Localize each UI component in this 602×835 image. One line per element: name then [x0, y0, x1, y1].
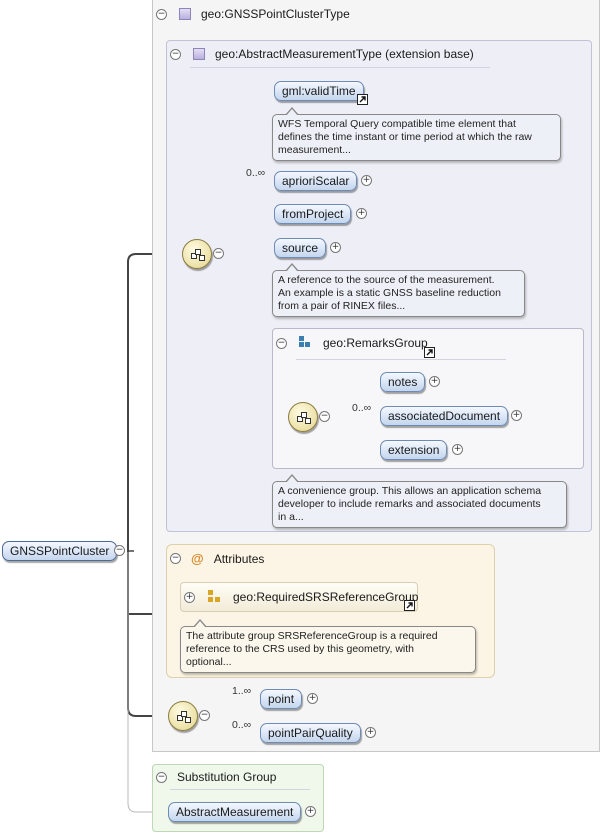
- point-occurrence: 1..∞: [232, 685, 252, 697]
- link-arrow-icon[interactable]: [424, 347, 435, 358]
- attribute-group-icon: [208, 590, 222, 604]
- element-fromproject[interactable]: fromProject: [274, 204, 352, 224]
- element-label: pointPairQuality: [268, 726, 353, 740]
- aprioriscalar-occurrence: 0..∞: [246, 167, 266, 179]
- element-label: AbstractMeasurement: [176, 805, 294, 819]
- element-pointpairquality[interactable]: pointPairQuality: [260, 723, 361, 743]
- element-label: associatedDocument: [388, 409, 501, 423]
- element-aprioriscalar[interactable]: aprioriScalar: [274, 171, 358, 191]
- attribute-group-annotation: The attribute group SRSReferenceGroup is…: [180, 619, 476, 673]
- complex-type-header: − geo:GNSSPointClusterType: [156, 7, 350, 21]
- complex-type-title: geo:GNSSPointClusterType: [201, 7, 350, 21]
- remarks-group-title: geo:RemarksGroup: [323, 336, 428, 350]
- remarks-group-annotation: A convenience group. This allows an appl…: [272, 474, 567, 528]
- complex-type-collapse-toggle[interactable]: −: [156, 8, 167, 20]
- remarks-group-header: − geo:RemarksGroup: [276, 336, 428, 350]
- attributes-title: Attributes: [213, 551, 265, 566]
- link-arrow-icon[interactable]: [404, 600, 415, 611]
- link-arrow-icon[interactable]: [357, 94, 368, 105]
- substitution-group-collapse-toggle[interactable]: −: [156, 771, 167, 783]
- element-label: point: [268, 692, 295, 706]
- sequence-icon: [177, 711, 191, 723]
- extension-sequence-compositor[interactable]: [182, 239, 212, 269]
- root-collapse-toggle[interactable]: −: [114, 545, 125, 556]
- element-notes[interactable]: notes: [380, 372, 426, 392]
- abstractmeasurement-expand-toggle[interactable]: +: [305, 806, 316, 817]
- attribute-group-label: geo:RequiredSRSReferenceGroup: [233, 590, 419, 604]
- attribute-group-expand-toggle[interactable]: +: [184, 591, 195, 603]
- element-point[interactable]: point: [260, 689, 303, 709]
- attributes-header: − @ Attributes: [170, 551, 264, 566]
- attributes-collapse-toggle[interactable]: −: [170, 553, 181, 564]
- element-validtime[interactable]: gml:validTime: [274, 81, 364, 101]
- extension-expand-toggle[interactable]: +: [452, 444, 463, 455]
- element-label: aprioriScalar: [282, 174, 350, 188]
- extension-sequence-toggle[interactable]: −: [213, 248, 224, 259]
- group-icon: [299, 336, 313, 350]
- at-icon: @: [191, 551, 204, 566]
- points-sequence-toggle[interactable]: −: [199, 710, 210, 721]
- substitution-header-divider: [170, 789, 310, 790]
- associateddocument-occurrence: 0..∞: [352, 402, 372, 414]
- extension-header: − geo:AbstractMeasurementType (extension…: [170, 47, 474, 61]
- element-extension[interactable]: extension: [380, 440, 448, 460]
- source-annotation: A reference to the source of the measure…: [272, 263, 525, 317]
- aprioriscalar-expand-toggle[interactable]: +: [361, 175, 372, 186]
- validtime-annotation: WFS Temporal Query compatible time eleme…: [272, 107, 561, 161]
- root-element-label: GNSSPointCluster: [10, 544, 110, 558]
- element-label: fromProject: [282, 207, 344, 221]
- points-sequence-compositor[interactable]: [168, 701, 198, 731]
- point-expand-toggle[interactable]: +: [307, 693, 318, 704]
- extension-title: geo:AbstractMeasurementType (extension b…: [215, 47, 474, 61]
- pointpairquality-occurrence: 0..∞: [232, 719, 252, 731]
- extension-header-divider: [190, 67, 490, 68]
- sequence-icon: [191, 249, 205, 261]
- attribute-group-header: + geo:RequiredSRSReferenceGroup: [184, 590, 418, 604]
- remarks-sequence-compositor[interactable]: [288, 402, 318, 432]
- substitution-group-title: Substitution Group: [177, 770, 277, 784]
- element-label: notes: [388, 375, 418, 389]
- element-associateddocument[interactable]: associatedDocument: [380, 406, 509, 426]
- fromproject-expand-toggle[interactable]: +: [356, 208, 367, 219]
- remarks-group-collapse-toggle[interactable]: −: [276, 337, 287, 349]
- extension-collapse-toggle[interactable]: −: [170, 48, 181, 60]
- substitution-group-header: − Substitution Group: [156, 770, 276, 784]
- element-label: extension: [388, 443, 440, 457]
- sequence-icon: [297, 412, 311, 424]
- source-expand-toggle[interactable]: +: [330, 242, 341, 253]
- element-abstractmeasurement[interactable]: AbstractMeasurement: [168, 802, 302, 822]
- element-label: gml:validTime: [282, 84, 356, 98]
- associateddocument-expand-toggle[interactable]: +: [511, 410, 522, 421]
- remarks-sequence-toggle[interactable]: −: [319, 411, 330, 422]
- pointpairquality-expand-toggle[interactable]: +: [365, 727, 376, 738]
- root-element-gnsspointcluster[interactable]: GNSSPointCluster: [2, 541, 118, 561]
- complex-type-icon: [179, 8, 191, 20]
- extension-type-icon: [193, 48, 205, 60]
- notes-expand-toggle[interactable]: +: [429, 376, 440, 387]
- element-source[interactable]: source: [274, 238, 327, 258]
- remarks-header-divider: [296, 359, 506, 360]
- element-label: source: [282, 241, 319, 255]
